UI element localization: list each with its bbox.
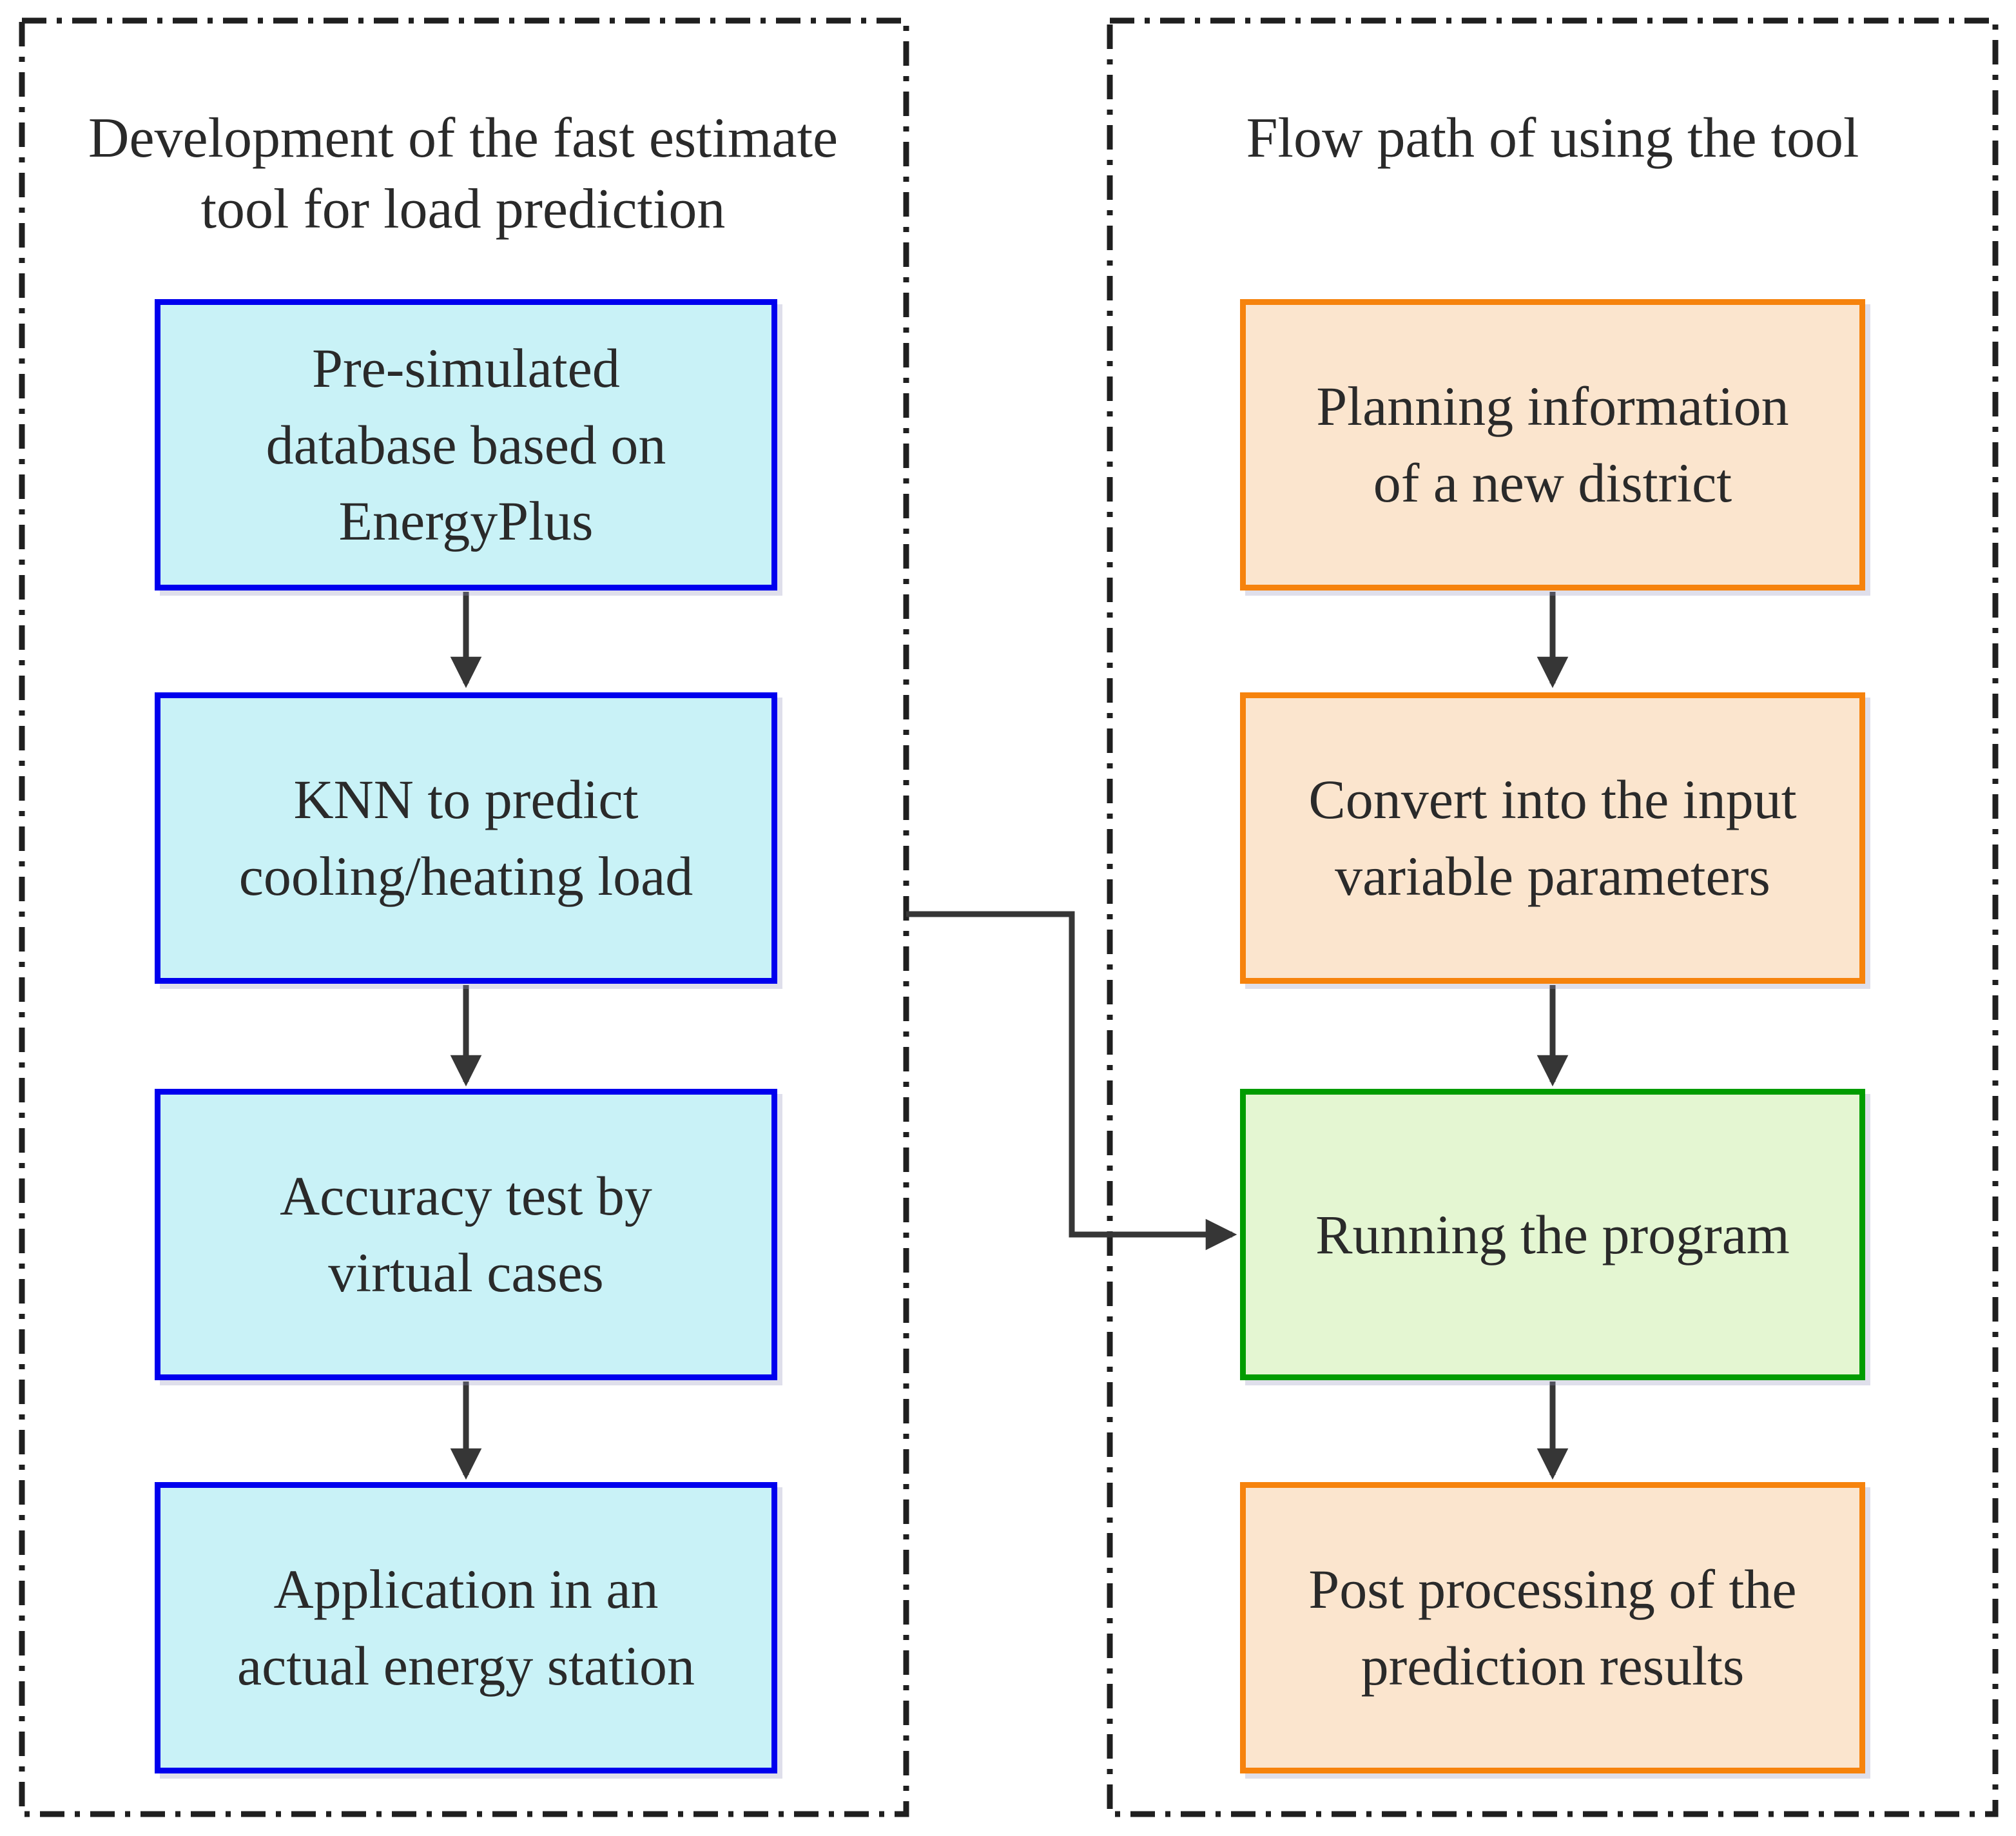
left-panel-title: Development of the fast estimate tool fo…: [88, 107, 838, 240]
flow-box-application-actual-station: Application in an actual energy station: [155, 1482, 777, 1773]
flow-box-accuracy-test: Accuracy test by virtual cases: [155, 1089, 777, 1380]
flow-box-knn-predict: KNN to predict cooling/heating load: [155, 692, 777, 984]
flow-box-post-processing: Post processing of the prediction result…: [1240, 1482, 1865, 1773]
flow-box-running-program: Running the program: [1240, 1089, 1865, 1380]
flow-box-pre-simulated-database: Pre-simulated database based on EnergyPl…: [155, 299, 777, 591]
flow-box-planning-information: Planning information of a new district: [1240, 299, 1865, 591]
arrow-left-panel-to-running-program: [906, 911, 1237, 1251]
right-panel-title: Flow path of using the tool: [1246, 107, 1859, 170]
flow-box-convert-input-parameters: Convert into the input variable paramete…: [1240, 692, 1865, 984]
